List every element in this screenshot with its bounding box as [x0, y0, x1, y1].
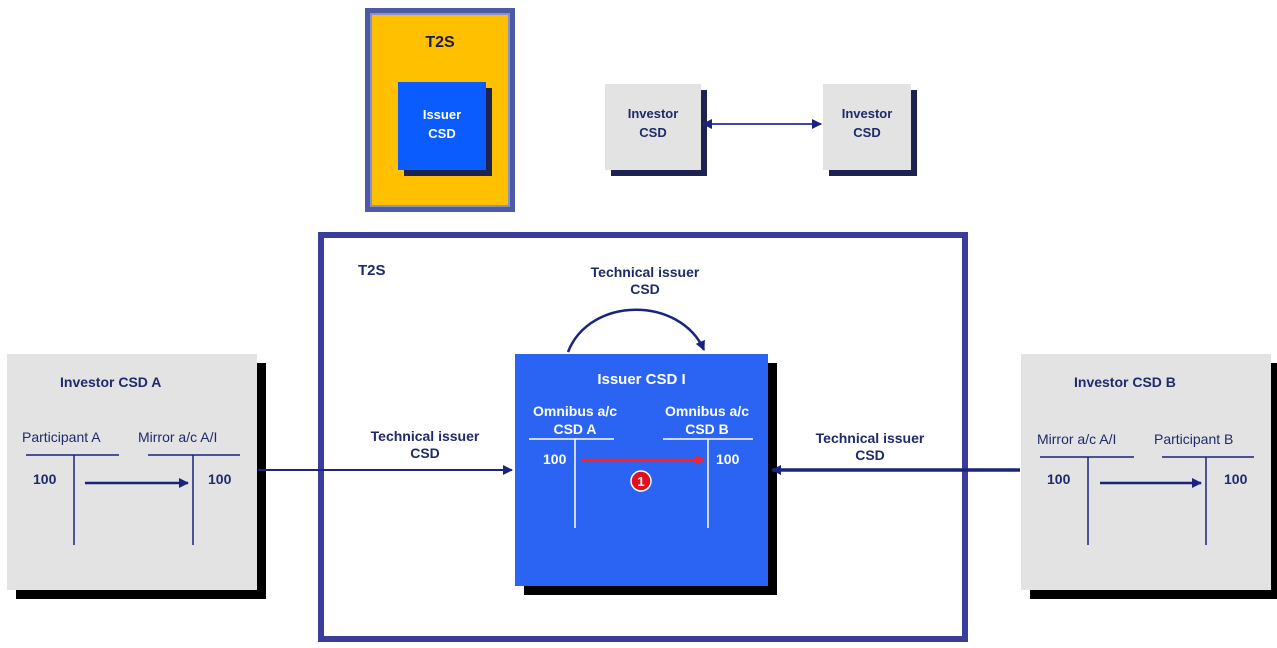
issuer-csd-i-title: Issuer CSD I [597, 371, 686, 388]
investor-b-col2-header: Participant B [1154, 431, 1234, 447]
issuer-col1-header-line1: Omnibus a/c [532, 403, 618, 419]
issuer-col1-value: 100 [543, 451, 567, 467]
issuer-col1-header-line2: CSD A [553, 421, 597, 437]
investor-csd-a-title: Investor CSD A [60, 374, 162, 390]
technical-top-label-line1: Technical issuer [590, 264, 700, 280]
technical-left-label-line1: Technical issuer [370, 428, 480, 444]
legend-investor-right-line1: Investor [841, 106, 893, 121]
issuer-csd-i-box [515, 354, 768, 586]
legend-issuer-csd-box [398, 82, 486, 170]
step-badge [630, 470, 652, 492]
investor-b-col2-value: 100 [1224, 471, 1248, 487]
investor-b-col1-header: Mirror a/c A/I [1037, 431, 1117, 447]
legend-investor-csd-right [823, 84, 911, 170]
legend-investor-right-line2: CSD [853, 125, 881, 140]
legend-issuer-label-line2: CSD [428, 126, 456, 141]
legend-issuer-label-line1: Issuer [422, 107, 462, 122]
investor-a-col2-header: Mirror a/c A/I [138, 429, 218, 445]
legend-investor-left-line1: Investor [627, 106, 679, 121]
investor-csd-b-box [1021, 354, 1271, 590]
investor-a-col1-header: Participant A [22, 429, 101, 445]
investor-a-col2-value: 100 [208, 471, 232, 487]
issuer-col2-header-line1: Omnibus a/c [664, 403, 750, 419]
technical-left-label-line2: CSD [410, 445, 440, 461]
investor-b-col1-value: 100 [1047, 471, 1071, 487]
legend-investor-left-line2: CSD [639, 125, 667, 140]
legend-t2s-label: T2S [425, 34, 455, 51]
step-badge-number: 1 [637, 474, 644, 489]
technical-top-label-line2: CSD [630, 281, 660, 297]
t2s-frame-label: T2S [358, 262, 386, 279]
investor-csd-a-box [7, 354, 257, 590]
t2s-frame [318, 232, 968, 642]
legend-investor-csd-left [605, 84, 701, 170]
investor-a-col1-value: 100 [33, 471, 57, 487]
issuer-col2-header-line2: CSD B [685, 421, 729, 437]
technical-issuer-loop-arrow [566, 308, 706, 353]
technical-right-label-line2: CSD [855, 447, 885, 463]
investor-csd-b-title: Investor CSD B [1074, 374, 1176, 390]
legend-t2s-box [365, 8, 515, 212]
technical-right-label-line1: Technical issuer [815, 430, 925, 446]
issuer-col2-value: 100 [716, 451, 740, 467]
